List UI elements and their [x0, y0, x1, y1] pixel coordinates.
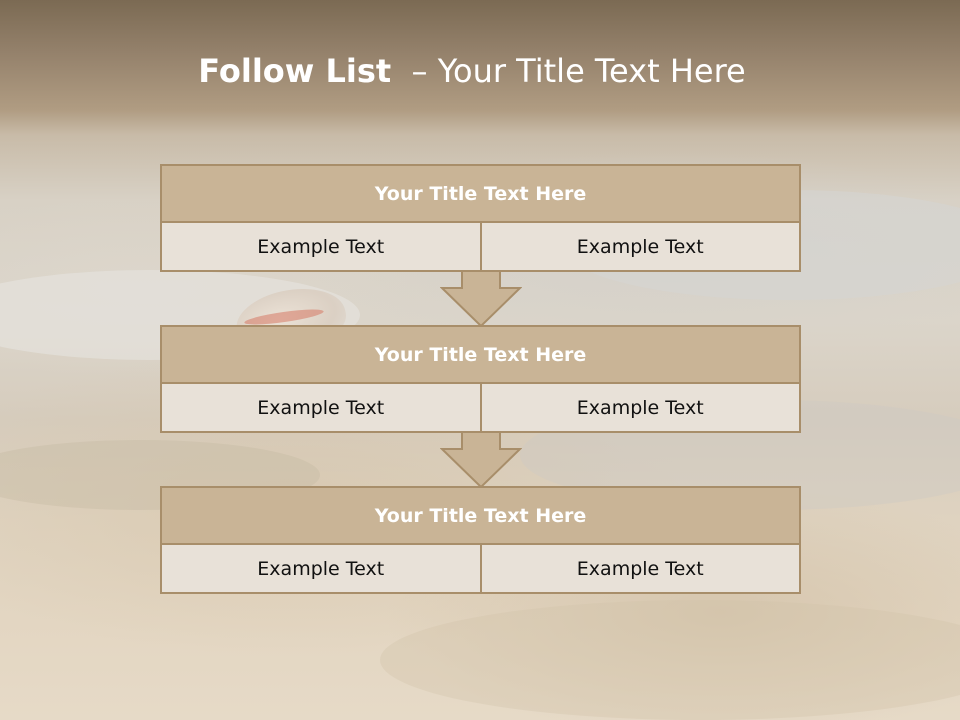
- slide-title-bold: Follow List: [198, 52, 392, 90]
- list-block-2: Your Title Text Here Example Text Exampl…: [160, 325, 801, 433]
- block-cell-left: Example Text: [257, 235, 385, 258]
- block-title: Your Title Text Here: [160, 486, 801, 545]
- down-arrow-icon: [440, 431, 522, 489]
- down-arrow-icon: [440, 270, 522, 328]
- wet-sand-shadow: [380, 600, 960, 720]
- block-cell-right: Example Text: [479, 545, 800, 592]
- block-cell-right: Example Text: [479, 384, 800, 431]
- slide-title: Follow List – Your Title Text Here: [0, 52, 944, 90]
- slide-title-rest: – Your Title Text Here: [391, 52, 746, 90]
- slide-title-rest-text: – Your Title Text Here: [411, 52, 746, 90]
- block-row: Example Text Example Text: [160, 384, 801, 433]
- block-row: Example Text Example Text: [160, 223, 801, 272]
- list-block-3: Your Title Text Here Example Text Exampl…: [160, 486, 801, 594]
- block-cell-left: Example Text: [257, 557, 385, 580]
- block-title: Your Title Text Here: [160, 164, 801, 223]
- block-row: Example Text Example Text: [160, 545, 801, 594]
- block-cell-right: Example Text: [479, 223, 800, 270]
- block-title: Your Title Text Here: [160, 325, 801, 384]
- block-cell-left: Example Text: [257, 396, 385, 419]
- list-block-1: Your Title Text Here Example Text Exampl…: [160, 164, 801, 272]
